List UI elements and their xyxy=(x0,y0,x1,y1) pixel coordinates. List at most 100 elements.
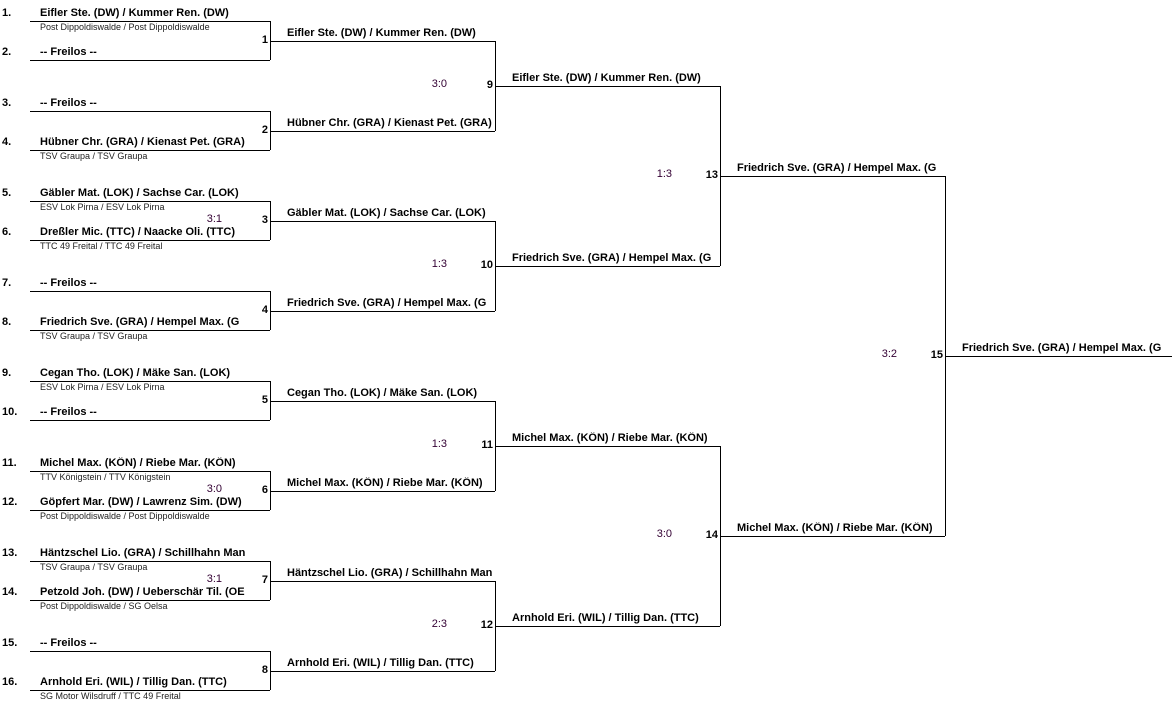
bracket-line xyxy=(270,581,495,582)
bracket-line xyxy=(495,86,720,87)
team-club: Post Dippoldiswalde / SG Oelsa xyxy=(40,601,168,611)
team-name[interactable]: Gäbler Mat. (LOK) / Sachse Car. (LOK) xyxy=(40,187,239,199)
match-score: 3:0 xyxy=(431,78,447,90)
bracket-line xyxy=(270,491,495,492)
team-name[interactable]: -- Freilos -- xyxy=(40,277,97,289)
seed-number: 8. xyxy=(2,316,12,328)
team-name[interactable]: Göpfert Mar. (DW) / Lawrenz Sim. (DW) xyxy=(40,496,242,508)
match-number: 15 xyxy=(930,349,943,361)
team-name[interactable]: Cegan Tho. (LOK) / Mäke San. (LOK) xyxy=(40,367,231,379)
team-name[interactable]: -- Freilos -- xyxy=(40,46,97,58)
team-name[interactable]: Gäbler Mat. (LOK) / Sachse Car. (LOK) xyxy=(287,207,486,219)
seed-number: 16. xyxy=(2,676,18,688)
bracket-line xyxy=(270,671,495,672)
bracket-line xyxy=(30,690,270,691)
team-name[interactable]: -- Freilos -- xyxy=(40,97,97,109)
team-club: Post Dippoldiswalde / Post Dippoldiswald… xyxy=(40,22,210,32)
team-name[interactable]: Friedrich Sve. (GRA) / Hempel Max. (G xyxy=(40,316,240,328)
bracket-line xyxy=(30,651,270,652)
bracket-line xyxy=(270,311,495,312)
team-name[interactable]: Friedrich Sve. (GRA) / Hempel Max. (G xyxy=(512,252,712,264)
seed-number: 3. xyxy=(2,97,12,109)
bracket-line xyxy=(495,266,720,267)
bracket-line xyxy=(30,471,270,472)
team-name[interactable]: Eifler Ste. (DW) / Kummer Ren. (DW) xyxy=(512,72,701,84)
bracket-line xyxy=(270,401,495,402)
team-club: TSV Graupa / TSV Graupa xyxy=(40,151,148,161)
team-name[interactable]: Arnhold Eri. (WIL) / Tillig Dan. (TTC) xyxy=(287,657,474,669)
team-club: Post Dippoldiswalde / Post Dippoldiswald… xyxy=(40,511,210,521)
match-number: 1 xyxy=(261,34,268,46)
team-name[interactable]: Friedrich Sve. (GRA) / Hempel Max. (G xyxy=(737,162,937,174)
seed-number: 12. xyxy=(2,496,18,508)
bracket-line xyxy=(30,240,270,241)
team-name[interactable]: Michel Max. (KÖN) / Riebe Mar. (KÖN) xyxy=(737,522,933,534)
team-name[interactable]: Petzold Joh. (DW) / Ueberschär Til. (OE xyxy=(40,586,245,598)
bracket-connector xyxy=(270,561,271,600)
match-score: 3:2 xyxy=(881,348,897,360)
team-club: TSV Graupa / TSV Graupa xyxy=(40,331,148,341)
match-score: 3:1 xyxy=(206,573,222,585)
bracket-connector xyxy=(270,291,271,330)
team-name[interactable]: -- Freilos -- xyxy=(40,637,97,649)
team-name[interactable]: Dreßler Mic. (TTC) / Naacke Oli. (TTC) xyxy=(40,226,235,238)
bracket-line xyxy=(30,201,270,202)
team-name[interactable]: Häntzschel Lio. (GRA) / Schillhahn Man xyxy=(287,567,493,579)
bracket-line xyxy=(270,41,495,42)
bracket-line xyxy=(30,510,270,511)
bracket-line xyxy=(30,21,270,22)
match-score: 3:1 xyxy=(206,213,222,225)
match-number: 8 xyxy=(261,664,268,676)
seed-number: 4. xyxy=(2,136,12,148)
bracket-line xyxy=(495,626,720,627)
team-name[interactable]: Cegan Tho. (LOK) / Mäke San. (LOK) xyxy=(287,387,478,399)
match-number: 11 xyxy=(481,439,493,451)
team-club: ESV Lok Pirna / ESV Lok Pirna xyxy=(40,382,165,392)
team-name[interactable]: -- Freilos -- xyxy=(40,406,97,418)
team-name[interactable]: Häntzschel Lio. (GRA) / Schillhahn Man xyxy=(40,547,246,559)
winner-name[interactable]: Friedrich Sve. (GRA) / Hempel Max. (G xyxy=(962,342,1162,354)
seed-number: 2. xyxy=(2,46,12,58)
bracket-line xyxy=(720,536,945,537)
team-name[interactable]: Friedrich Sve. (GRA) / Hempel Max. (G xyxy=(287,297,487,309)
match-number: 4 xyxy=(261,304,268,316)
seed-number: 5. xyxy=(2,187,12,199)
seed-number: 14. xyxy=(2,586,18,598)
team-name[interactable]: Michel Max. (KÖN) / Riebe Mar. (KÖN) xyxy=(287,477,483,489)
team-name[interactable]: Arnhold Eri. (WIL) / Tillig Dan. (TTC) xyxy=(40,676,227,688)
match-number: 13 xyxy=(705,169,718,181)
match-number: 6 xyxy=(261,484,268,496)
bracket-line xyxy=(30,330,270,331)
match-number: 14 xyxy=(705,529,718,541)
team-name[interactable]: Michel Max. (KÖN) / Riebe Mar. (KÖN) xyxy=(512,432,708,444)
team-club: TTC 49 Freital / TTC 49 Freital xyxy=(40,241,163,251)
team-club: ESV Lok Pirna / ESV Lok Pirna xyxy=(40,202,165,212)
team-name[interactable]: Hübner Chr. (GRA) / Kienast Pet. (GRA) xyxy=(287,117,492,129)
team-name[interactable]: Hübner Chr. (GRA) / Kienast Pet. (GRA) xyxy=(40,136,245,148)
team-name[interactable]: Arnhold Eri. (WIL) / Tillig Dan. (TTC) xyxy=(512,612,699,624)
bracket-connector xyxy=(270,381,271,420)
bracket-line xyxy=(30,420,270,421)
match-number: 7 xyxy=(261,574,268,586)
bracket-connector xyxy=(270,111,271,150)
bracket-line xyxy=(30,111,270,112)
match-score: 3:0 xyxy=(206,483,222,495)
bracket-line xyxy=(30,381,270,382)
match-number: 2 xyxy=(261,124,268,136)
bracket-line xyxy=(30,60,270,61)
bracket-connector xyxy=(270,471,271,510)
seed-number: 13. xyxy=(2,547,18,559)
winner-line xyxy=(945,356,1172,357)
team-name[interactable]: Eifler Ste. (DW) / Kummer Ren. (DW) xyxy=(287,27,476,39)
seed-number: 15. xyxy=(2,637,18,649)
seed-number: 11. xyxy=(2,457,17,469)
team-club: SG Motor Wilsdruff / TTC 49 Freital xyxy=(40,691,181,701)
team-name[interactable]: Eifler Ste. (DW) / Kummer Ren. (DW) xyxy=(40,7,229,19)
match-score: 3:0 xyxy=(656,528,672,540)
match-number: 5 xyxy=(261,394,268,406)
seed-number: 9. xyxy=(2,367,12,379)
bracket-connector xyxy=(270,201,271,240)
team-name[interactable]: Michel Max. (KÖN) / Riebe Mar. (KÖN) xyxy=(40,457,236,469)
bracket-line xyxy=(720,176,945,177)
